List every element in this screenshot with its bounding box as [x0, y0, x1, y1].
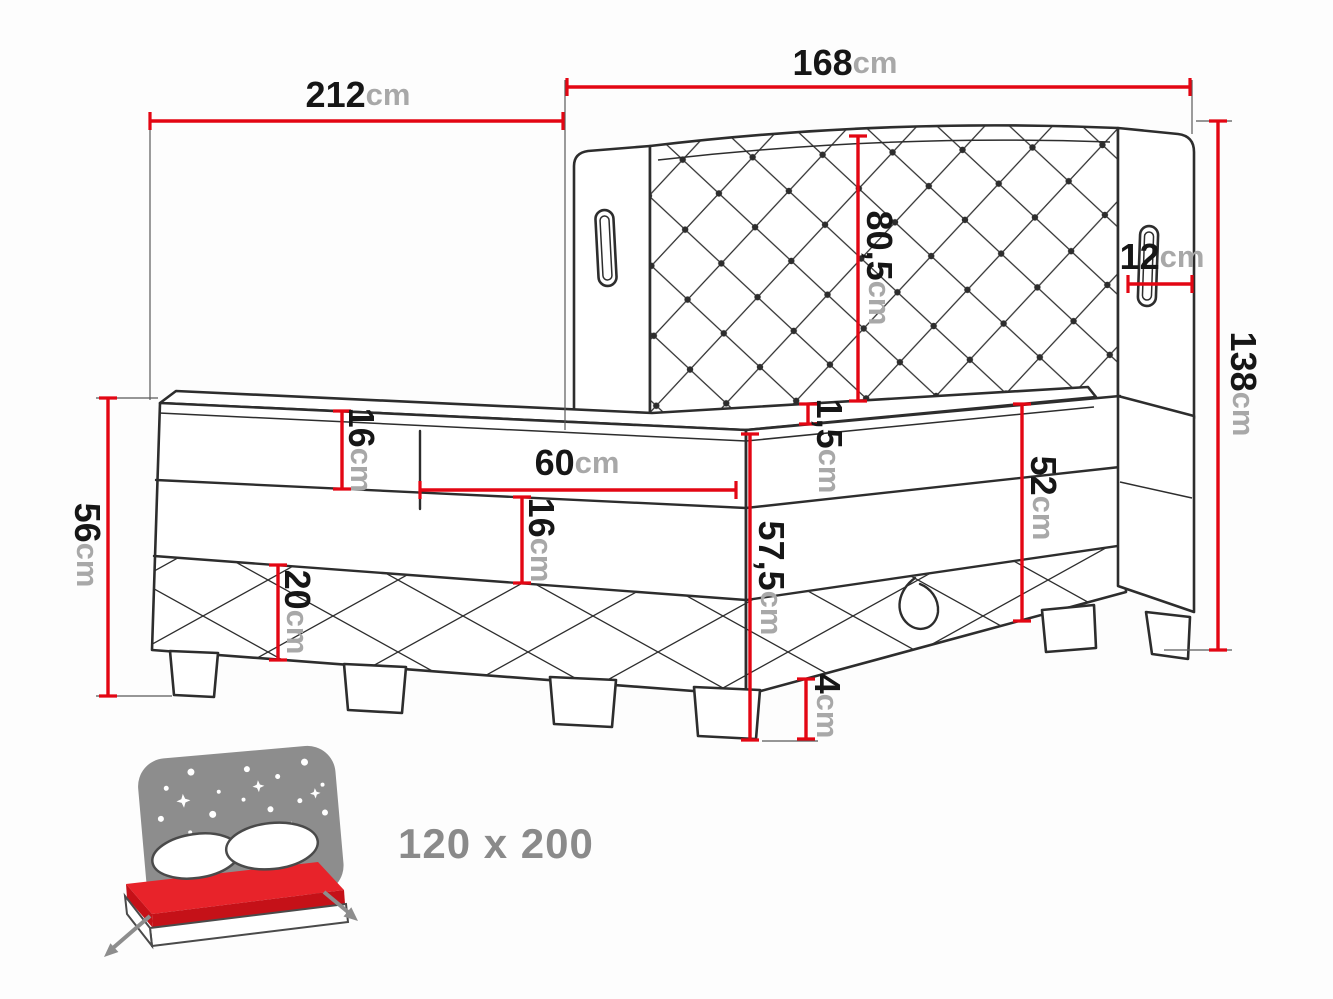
right-side-panel-face: [1116, 394, 1196, 614]
dim-mattress-section-width: 60cm: [418, 442, 738, 499]
dim-label-overall-length: 212cm: [306, 74, 411, 115]
dim-side-height-without-legs: 52cm: [1013, 402, 1065, 623]
dim-label-side-height-without-legs: 52cm: [1024, 456, 1065, 541]
dim-label-total-height-front-corner: 57,5cm: [752, 521, 793, 636]
left-wing-light-slot: [594, 208, 618, 288]
headboard-tufting-pattern: [650, 125, 1118, 425]
headboard: [572, 124, 1196, 440]
dim-label-top-edge-gap: 1,5cm: [810, 399, 851, 494]
bed-size-icon: 120 x 200: [104, 745, 594, 957]
leg: [548, 675, 618, 729]
base-quilting-front: [152, 557, 746, 694]
right-side-panel-seam: [1119, 481, 1193, 499]
dim-headboard-width: 168cm: [565, 42, 1193, 134]
leg: [1040, 603, 1098, 654]
icon-length-arrow: [322, 890, 358, 921]
bed-size-label: 120 x 200: [398, 820, 594, 867]
dim-foot-end-height: 56cm: [68, 396, 172, 698]
icon-pillows: [151, 821, 320, 880]
dim-label-top-mattress-thickness: 16cm: [342, 408, 383, 493]
leg: [342, 662, 408, 715]
headboard-top-piping: [657, 139, 1111, 161]
dim-label-headboard-width: 168cm: [793, 42, 898, 83]
dim-headboard-total-height: 138cm: [1164, 119, 1265, 652]
dim-top-edge-gap: 1,5cm: [799, 399, 851, 494]
dim-label-side-panel-width: 12cm: [1120, 236, 1205, 277]
dim-base-height: 20cm: [269, 563, 319, 662]
dim-overall-length: 212cm: [148, 74, 566, 430]
dimensions: 212cm 168cm 80,5cm 12cm 138cm 56cm: [68, 42, 1265, 742]
lift-handle-loop: [898, 576, 940, 631]
icon-width-arrow: [104, 914, 152, 957]
dim-leg-height: 4cm: [762, 674, 849, 742]
dim-label-headboard-panel-height: 80,5cm: [860, 211, 901, 326]
dim-label-lower-mattress-thickness: 16cm: [522, 498, 563, 583]
right-side-panel: [1116, 394, 1196, 661]
dim-label-foot-end-height: 56cm: [68, 503, 109, 588]
dim-lower-mattress-thickness: 16cm: [513, 495, 563, 585]
headboard-left-wing: [572, 144, 652, 440]
leg: [1144, 610, 1192, 661]
dim-side-panel-width: 12cm: [1120, 236, 1205, 293]
dim-total-height-front-corner: 57,5cm: [741, 432, 793, 742]
bed-body: [150, 385, 1128, 741]
dim-label-leg-height: 4cm: [808, 674, 849, 739]
dim-label-base-height: 20cm: [278, 570, 319, 655]
dim-headboard-panel-height: 80,5cm: [849, 134, 901, 403]
icon-base: [123, 892, 350, 950]
dim-label-headboard-total-height: 138cm: [1224, 332, 1265, 437]
leg: [168, 649, 220, 699]
dim-top-mattress-thickness: 16cm: [333, 408, 383, 493]
dim-label-mattress-section-width: 60cm: [535, 442, 620, 483]
